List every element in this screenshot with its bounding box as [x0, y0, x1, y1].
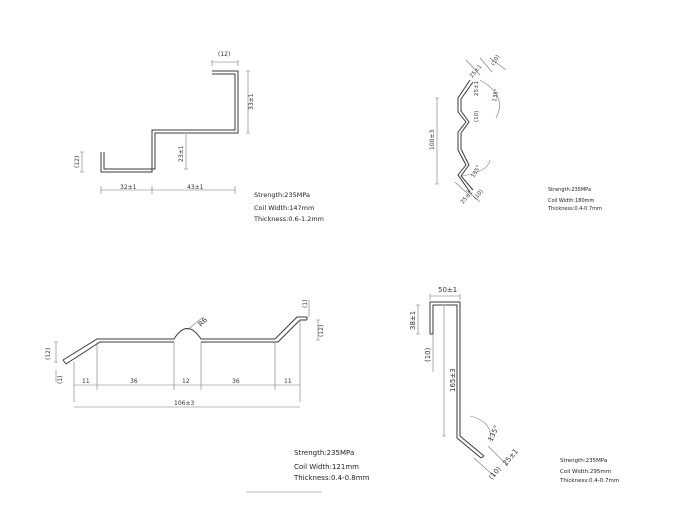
profile-1-thickness: Thickness:0.6-1.2mm [254, 214, 324, 223]
profile-4-dim-6: (10) [487, 465, 503, 481]
profile-1-dim-1: 33±1 [248, 93, 255, 110]
profile-1-dim-3: (12) [74, 156, 81, 168]
profile-3-strength: Strength:235MPa [294, 449, 355, 457]
profile-3-dim-10: (1) [302, 300, 309, 309]
profile-3-dim-9: (12) [318, 325, 325, 337]
profile-2-dim-0: 25±1 [469, 64, 483, 79]
profile-2-outline [457, 79, 474, 193]
profile-1-dim-2: 23±1 [178, 145, 185, 162]
profile-2-coil-width: Coil Width:180mm [548, 197, 595, 204]
profile-1-strength: Strength:235MPa [254, 191, 310, 199]
profile-3-coil-width: Coil Width:121mm [294, 463, 359, 472]
profile-2-dim-5: 100±3 [429, 130, 436, 150]
profile-2-dim-3: 135° [492, 88, 500, 102]
profile-2-dim-1: (10) [491, 54, 502, 67]
profile-4-dim-3: 165±3 [449, 368, 457, 392]
profile-4-drawing: 50±1 38±1 (10) 165±3 135° 25±1 (10) [409, 286, 520, 481]
profile-2-dim-4: (10) [474, 111, 480, 122]
profile-1-outline [100, 70, 239, 173]
profile-2-thickness: Thickness:0.4-0.7mm [548, 205, 602, 212]
profile-3-dim-6: 11 [284, 378, 292, 385]
profile-1-dim-4: 32±1 [120, 184, 137, 191]
profile-3-dim-5: 36 [232, 378, 240, 385]
profile-3-dim-4: 12 [182, 378, 190, 385]
profile-3-outline [62, 316, 308, 365]
profile-2-dim-2: 25±1 [474, 81, 480, 96]
profile-4-dim-5: 25±1 [501, 447, 519, 467]
profile-4-dim-0: 50±1 [438, 286, 457, 294]
profile-1-dim-5: 43±1 [187, 184, 204, 191]
profile-4-dim-4: 135° [487, 424, 501, 443]
profile-3-dim-0: (12) [45, 348, 52, 360]
profile-4-coil-width: Coil Width:295mm [560, 469, 612, 476]
profile-3-dim-3: 36 [130, 378, 138, 385]
profile-3-dim-7: 106±3 [174, 400, 194, 407]
profile-1-drawing: (12) 33±1 23±1 (12) 32±1 43±1 [74, 51, 255, 194]
profile-4-dim-1: 38±1 [409, 311, 417, 330]
profile-1-dim-0: (12) [218, 51, 230, 58]
profile-4-specs: Strength:235MPa Coil Width:295mm Thickne… [560, 458, 619, 484]
profile-3-thickness: Thickness:0.4-0.8mm [294, 474, 370, 483]
profile-4-strength: Strength:235MPa [560, 458, 608, 464]
profile-3-dim-2: 11 [82, 378, 90, 385]
profile-3-dim-8: R6 [197, 316, 210, 329]
profile-2-specs: Strength:235MPa Coil Width:180mm Thickne… [548, 187, 602, 212]
profile-4-dim-2: (10) [424, 347, 432, 362]
profile-3-dim-1: (1) [57, 376, 64, 385]
profile-4-outline [429, 301, 485, 459]
profile-3-drawing: (12) (1) 11 36 12 36 11 106±3 R6 (12) (1… [45, 300, 325, 408]
profile-1-specs: Strength:235MPa Coil Width:147mm Thickne… [254, 191, 324, 223]
profile-2-dim-6: 135° [471, 164, 483, 179]
profile-1-coil-width: Coil Width:147mm [254, 204, 315, 213]
profile-4-thickness: Thickness:0.4-0.7mm [560, 477, 620, 484]
profile-2-dim-7: (10) [473, 189, 485, 202]
profile-2-drawing: 25±1 (10) 25±1 135° (10) 100±3 135° (10)… [429, 54, 507, 205]
profile-2-strength: Strength:235MPa [548, 187, 592, 193]
profile-3-specs: Strength:235MPa Coil Width:121mm Thickne… [294, 449, 369, 482]
